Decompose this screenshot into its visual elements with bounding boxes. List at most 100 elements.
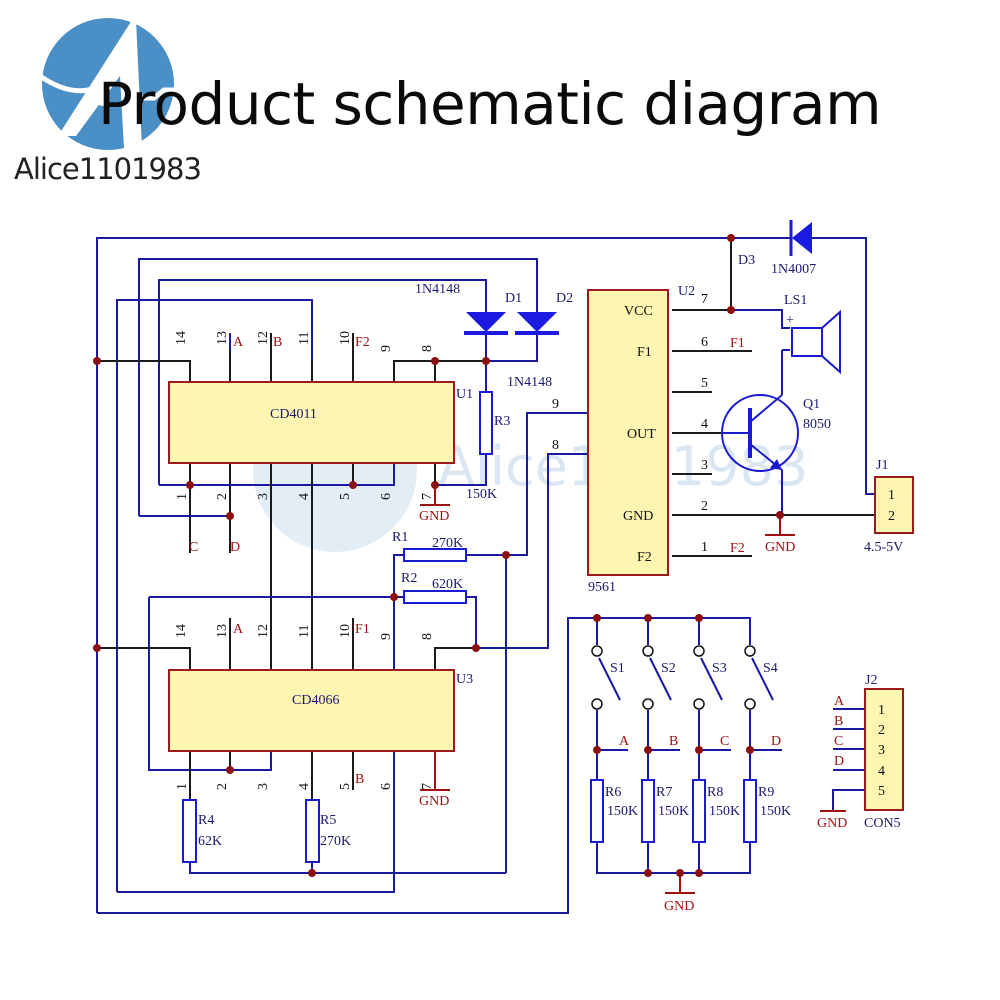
u1-ref: U1 <box>456 387 473 402</box>
j1-label: 4.5-5V <box>864 540 903 555</box>
svg-text:150K: 150K <box>658 804 689 819</box>
svg-text:VCC: VCC <box>624 304 653 319</box>
svg-text:A: A <box>233 335 244 350</box>
svg-text:R8: R8 <box>707 785 723 800</box>
r4-ref: R4 <box>198 813 214 828</box>
brand-name: Alice1101983 <box>14 152 202 186</box>
svg-text:D: D <box>230 540 240 555</box>
resistor-r2[interactable] <box>403 590 467 604</box>
svg-text:9561: 9561 <box>588 580 616 595</box>
svg-text:R7: R7 <box>656 785 672 800</box>
diode-d3[interactable] <box>789 220 812 256</box>
ic-u3[interactable]: CD4066 U3 <box>168 669 473 752</box>
svg-text:3: 3 <box>256 783 271 790</box>
svg-text:B: B <box>355 772 364 787</box>
r1-ref: R1 <box>392 530 408 545</box>
d3-part: 1N4007 <box>771 262 816 277</box>
svg-text:F1: F1 <box>730 336 745 351</box>
ic-u2[interactable] <box>587 289 669 576</box>
switch-net-labels: A B C D <box>619 734 781 749</box>
svg-text:13: 13 <box>215 624 230 638</box>
q1-ref: Q1 <box>803 397 820 412</box>
svg-text:8: 8 <box>552 438 559 453</box>
svg-text:F2: F2 <box>730 541 745 556</box>
svg-text:12: 12 <box>256 624 271 638</box>
svg-text:4: 4 <box>701 417 708 432</box>
svg-text:2: 2 <box>215 493 230 500</box>
svg-text:6: 6 <box>379 783 394 790</box>
u3-part: CD4066 <box>292 693 339 708</box>
j2-labels: J2 A B C D GND CON5 <box>817 673 901 831</box>
svg-text:9: 9 <box>552 397 559 412</box>
svg-text:6: 6 <box>379 493 394 500</box>
svg-text:3: 3 <box>701 458 708 473</box>
svg-text:GND: GND <box>623 509 653 524</box>
resistor-r4[interactable] <box>182 799 197 863</box>
connector-j1[interactable]: 1 2 <box>874 476 914 534</box>
q1-part: 8050 <box>803 417 831 432</box>
svg-text:U2: U2 <box>678 284 695 299</box>
svg-text:GND: GND <box>664 899 694 914</box>
resistor-r7[interactable] <box>641 779 655 843</box>
d2-part: 1N4148 <box>507 375 552 390</box>
svg-text:2: 2 <box>701 499 708 514</box>
u2-labels: VCC F1 OUT GND F2 7 6 5 4 3 2 1 9 8 U2 9… <box>552 284 795 595</box>
u1-part: CD4011 <box>270 407 317 422</box>
svg-text:D: D <box>771 734 781 749</box>
svg-text:B: B <box>669 734 678 749</box>
r4-value: 62K <box>198 834 222 849</box>
junctions <box>93 234 784 877</box>
speaker-ls1-icon[interactable] <box>791 309 841 375</box>
svg-text:5: 5 <box>878 784 885 799</box>
r5-value: 270K <box>320 834 351 849</box>
resistor-r1[interactable] <box>403 548 467 562</box>
u1-pin-labels: 14 13 12 11 10 9 8 1 2 3 4 5 6 7 A B F2 … <box>174 331 449 555</box>
switch-s2[interactable]: S2 <box>642 645 676 710</box>
connector-j2[interactable]: 1 2 3 4 5 <box>864 688 904 811</box>
svg-text:2: 2 <box>215 783 230 790</box>
svg-text:2: 2 <box>878 723 885 738</box>
svg-text:9: 9 <box>379 633 394 640</box>
svg-text:J2: J2 <box>865 673 877 688</box>
resistor-r8[interactable] <box>692 779 706 843</box>
svg-text:F1: F1 <box>355 622 370 637</box>
svg-text:1: 1 <box>175 783 190 790</box>
svg-text:S3: S3 <box>712 661 727 676</box>
resistor-r3[interactable] <box>479 391 493 455</box>
u3-pin-labels: 14 13 12 11 10 9 8 1 2 3 4 5 6 7 A F1 B … <box>174 622 449 809</box>
svg-text:S1: S1 <box>610 661 625 676</box>
ic-u1[interactable]: CD4011 U1 <box>168 381 473 464</box>
svg-text:A: A <box>233 622 244 637</box>
svg-text:GND: GND <box>419 794 449 809</box>
svg-text:D: D <box>834 754 844 769</box>
svg-text:7: 7 <box>420 783 435 790</box>
svg-text:4: 4 <box>297 493 312 500</box>
r6-r9-labels: R6 150K R7 150K R8 150K R9 150K GND <box>605 785 791 914</box>
svg-text:150K: 150K <box>709 804 740 819</box>
ls1-plus: + <box>786 313 794 328</box>
r3-ref: R3 <box>494 414 510 429</box>
r5-ref: R5 <box>320 813 336 828</box>
switch-s4[interactable]: S4 <box>744 645 778 710</box>
svg-text:12: 12 <box>256 331 271 345</box>
svg-text:8: 8 <box>420 345 435 352</box>
diode-d1[interactable] <box>464 312 508 335</box>
svg-text:GND: GND <box>817 816 847 831</box>
svg-text:A: A <box>834 694 845 709</box>
svg-text:1: 1 <box>888 488 895 503</box>
svg-text:CON5: CON5 <box>864 816 901 831</box>
svg-text:6: 6 <box>701 335 708 350</box>
transistor-q1-icon[interactable] <box>721 394 799 472</box>
svg-text:GND: GND <box>419 509 449 524</box>
resistor-r9[interactable] <box>743 779 757 843</box>
switch-s1[interactable]: S1 <box>591 645 625 710</box>
resistor-r5[interactable] <box>305 799 320 863</box>
svg-text:13: 13 <box>215 331 230 345</box>
switch-s3[interactable]: S3 <box>693 645 727 710</box>
diode-d2[interactable] <box>515 312 559 335</box>
svg-text:R6: R6 <box>605 785 621 800</box>
svg-text:9: 9 <box>379 345 394 352</box>
resistor-r6[interactable] <box>590 779 604 843</box>
svg-text:GND: GND <box>765 540 795 555</box>
d1-ref: D1 <box>505 291 522 306</box>
